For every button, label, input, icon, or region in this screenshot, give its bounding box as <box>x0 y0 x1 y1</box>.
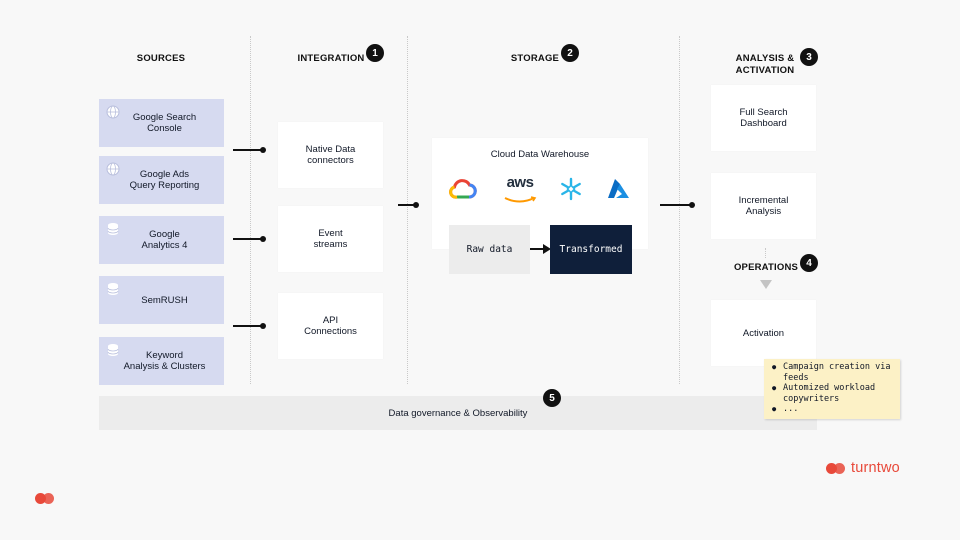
step-badge-1: 1 <box>366 44 384 62</box>
turntwo-logo-icon <box>826 462 845 474</box>
step-badge-3: 3 <box>800 48 818 66</box>
turntwo-logo-icon <box>35 493 54 504</box>
raw-data-block[interactable]: Raw data <box>449 225 530 274</box>
google-cloud-logo <box>449 179 477 199</box>
source-semrush[interactable]: SemRUSH <box>99 276 224 324</box>
divider-line <box>679 36 680 384</box>
activation-box[interactable]: Activation <box>711 300 816 366</box>
header-operations: OPERATIONS <box>733 262 799 273</box>
note-item: ... <box>772 404 896 415</box>
connector-line <box>233 323 266 329</box>
header-analysis-line2: ACTIVATION <box>735 65 795 76</box>
connector-line <box>233 147 266 153</box>
step-badge-2: 2 <box>561 44 579 62</box>
database-icon <box>107 223 119 235</box>
header-storage: STORAGE <box>510 53 560 64</box>
aws-logo: aws <box>503 174 537 203</box>
note-item: Automized workload copywriters <box>772 383 896 404</box>
header-analysis: ANALYSIS & ACTIVATION <box>718 53 812 77</box>
globe-icon <box>106 162 120 176</box>
snowflake-logo <box>561 177 581 201</box>
aws-smile-icon <box>504 196 537 203</box>
divider-line <box>250 36 251 384</box>
note-item: Campaign creation via feeds <box>772 362 896 383</box>
brand-name: turntwo <box>851 460 900 476</box>
header-sources: SOURCES <box>136 53 186 64</box>
database-icon <box>107 344 119 356</box>
source-label: SemRUSH <box>141 294 188 306</box>
connector-line <box>233 236 266 242</box>
header-integration: INTEGRATION <box>297 53 365 64</box>
database-icon <box>107 283 119 295</box>
connector-line <box>398 202 419 208</box>
divider-line <box>407 36 408 384</box>
arrow-down-icon <box>760 280 772 289</box>
globe-icon <box>106 105 120 119</box>
warehouse-title: Cloud Data Warehouse <box>490 149 590 160</box>
activation-note: Campaign creation via feeds Automized wo… <box>764 359 900 419</box>
operations-flow-line <box>765 248 766 258</box>
azure-logo <box>608 179 629 198</box>
arrow-right-icon <box>530 244 551 254</box>
step-badge-5: 5 <box>543 389 561 407</box>
brand-logo[interactable]: turntwo <box>826 460 900 476</box>
governance-bar: Data governance & Observability <box>99 396 817 430</box>
transformed-data-block[interactable]: Transformed <box>550 225 632 274</box>
connector-line <box>660 202 695 208</box>
aws-logo-text: aws <box>506 174 534 191</box>
header-analysis-line1: ANALYSIS & <box>735 53 795 64</box>
step-badge-4: 4 <box>800 254 818 272</box>
